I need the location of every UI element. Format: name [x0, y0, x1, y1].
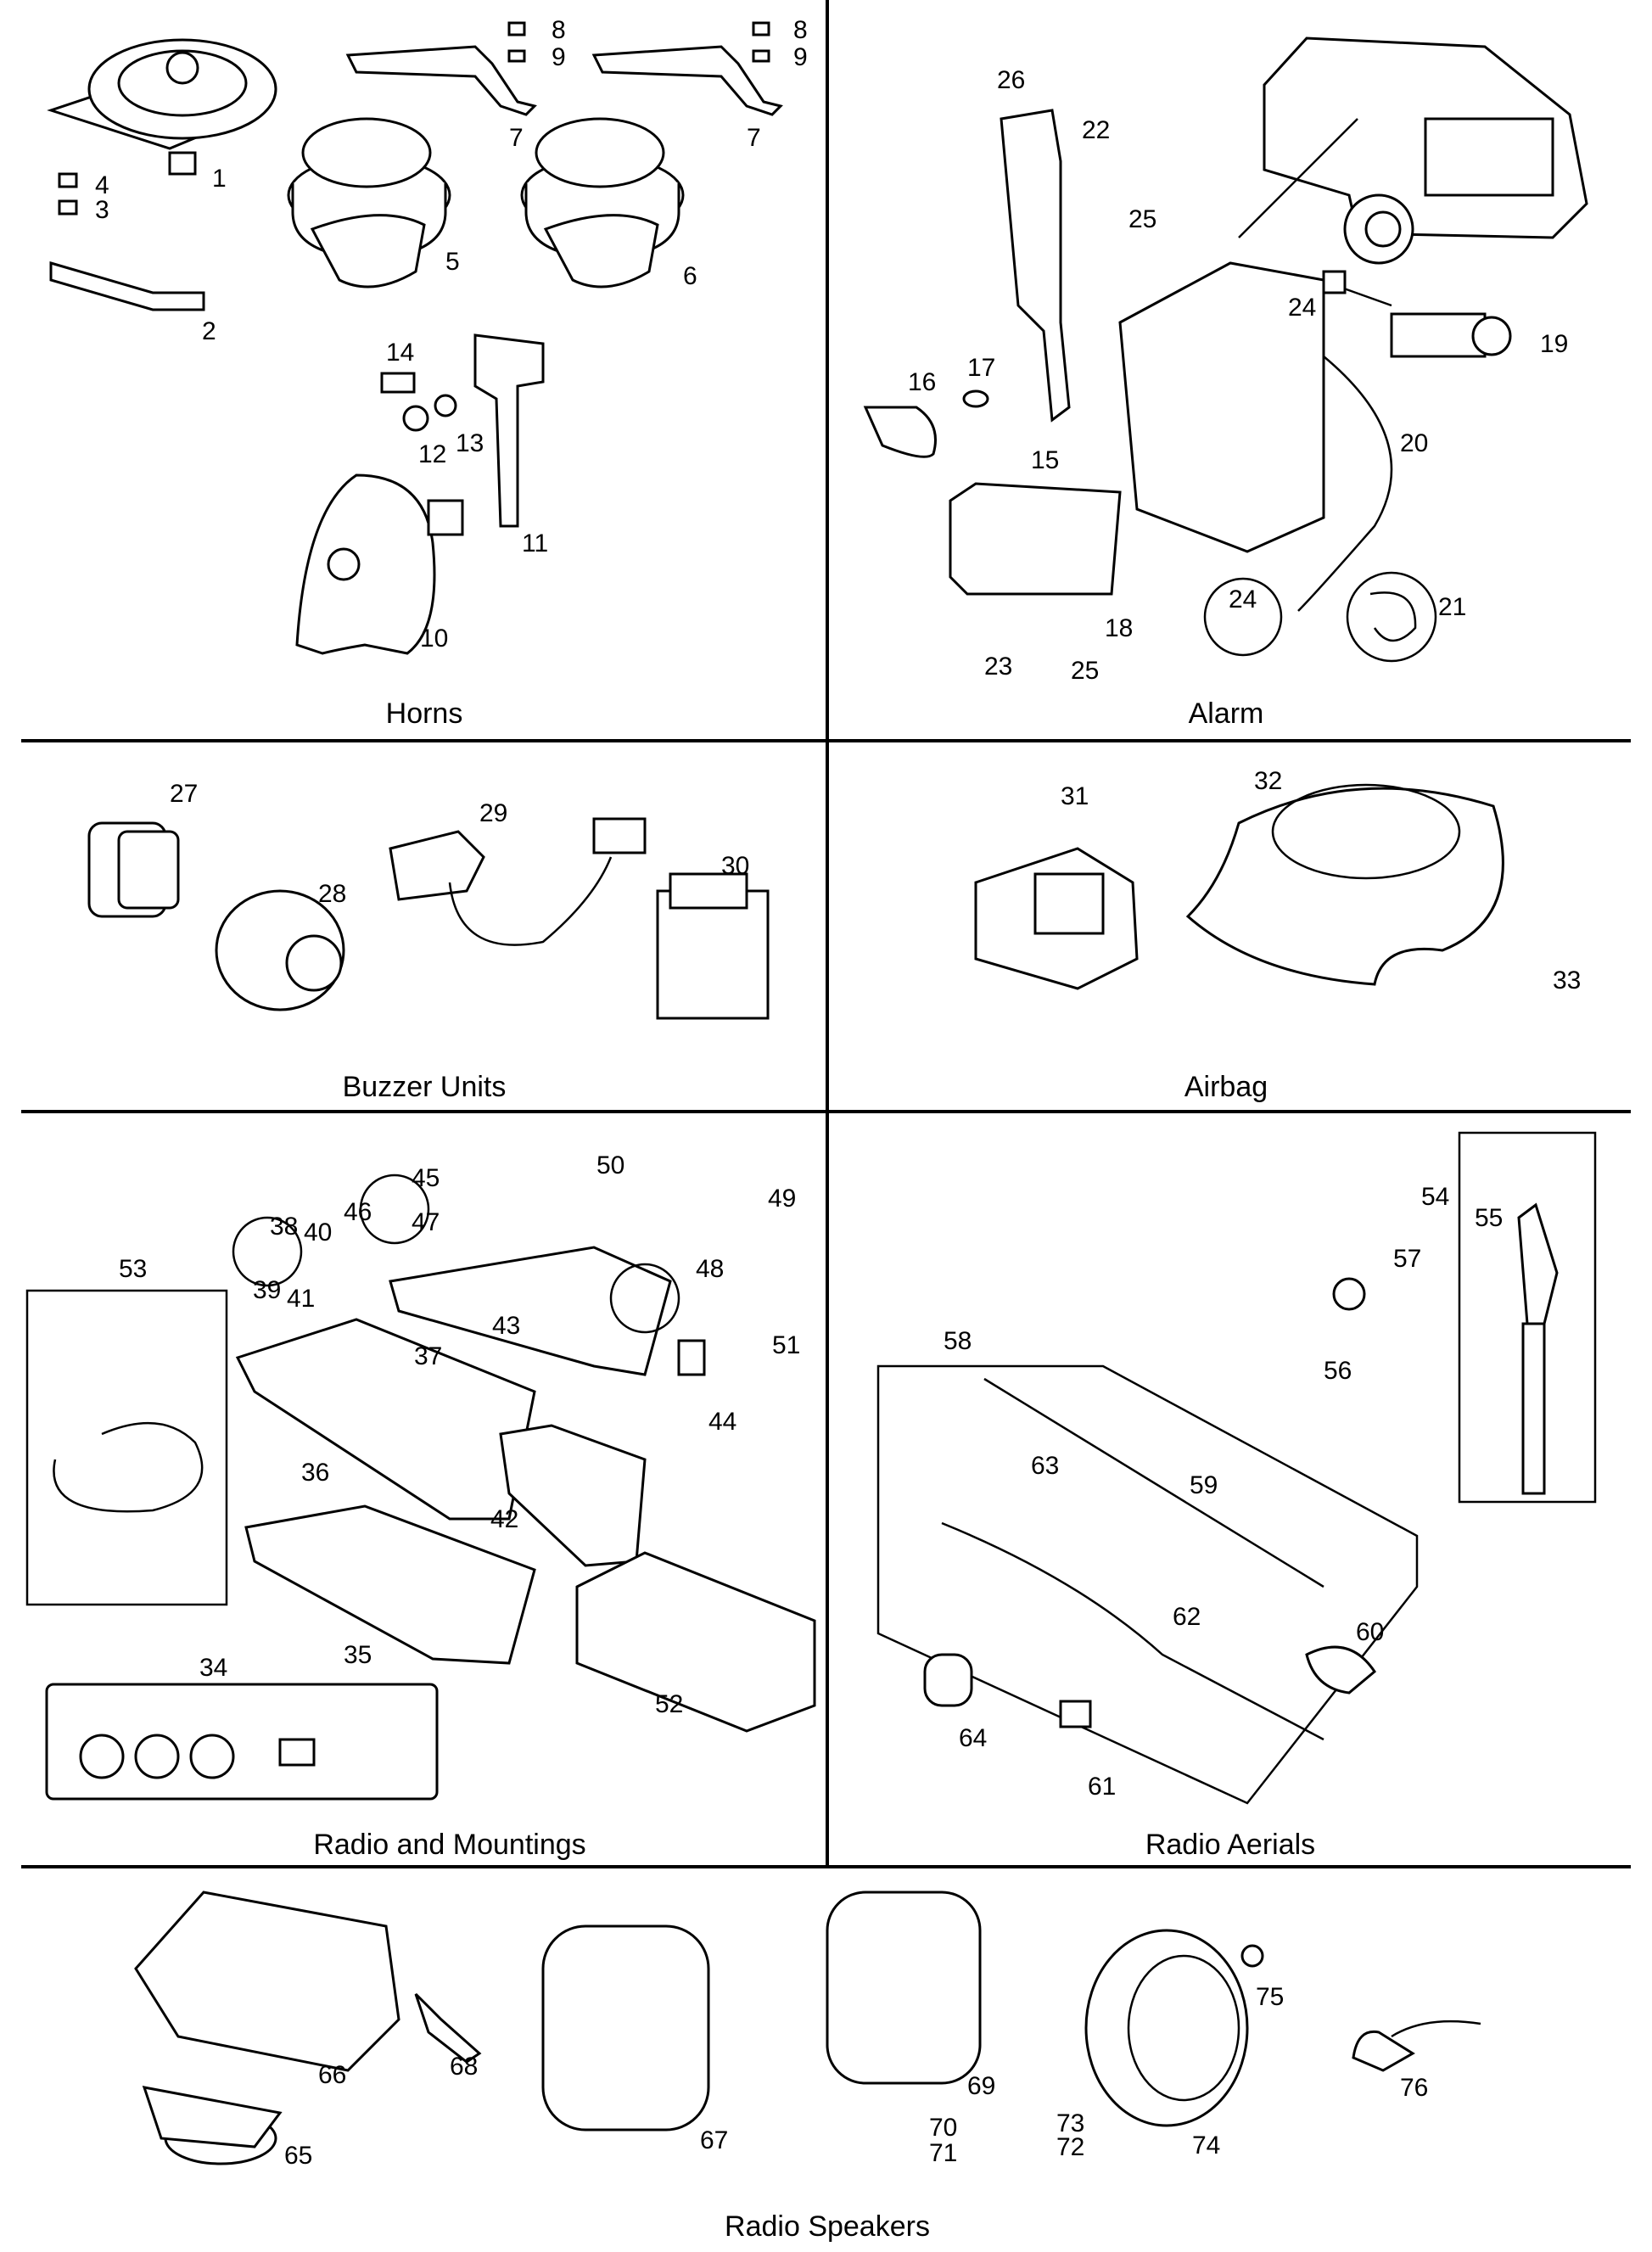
callout-17: 17	[967, 354, 995, 382]
callout-53: 53	[119, 1255, 147, 1283]
callout-70: 70	[929, 2114, 957, 2142]
callout-73: 73	[1056, 2109, 1084, 2137]
section-title-airbag: Airbag	[1184, 1071, 1268, 1103]
callout-71: 71	[929, 2139, 957, 2167]
callout-38: 38	[270, 1213, 298, 1241]
callout-67: 67	[700, 2126, 728, 2154]
callout-31: 31	[1061, 782, 1089, 810]
callout-72: 72	[1056, 2133, 1084, 2161]
callout-39: 39	[253, 1276, 281, 1304]
callout-46: 46	[344, 1198, 372, 1226]
callout-36: 36	[301, 1459, 329, 1487]
callout-66: 66	[318, 2061, 346, 2089]
callout-10: 10	[420, 625, 448, 653]
callout-58: 58	[944, 1327, 972, 1355]
callout-30: 30	[721, 852, 749, 880]
callout-22: 22	[1082, 116, 1110, 144]
callout-3: 3	[95, 196, 109, 224]
callout-24: 24	[1288, 294, 1316, 322]
section-title-speakers: Radio Speakers	[725, 2210, 930, 2243]
callout-47: 47	[412, 1208, 440, 1236]
callout-26: 26	[997, 66, 1025, 94]
callout-28: 28	[318, 880, 346, 908]
section-titles: Horns Alarm Buzzer Units Airbag Radio an…	[313, 697, 1315, 2243]
callout-13: 13	[456, 429, 484, 457]
callout-6: 6	[683, 262, 697, 290]
callout-44: 44	[708, 1408, 736, 1436]
callout-49: 49	[768, 1185, 796, 1213]
callout-24b: 24	[1229, 585, 1257, 613]
callout-68: 68	[450, 2053, 478, 2081]
callout-43: 43	[492, 1312, 520, 1340]
callout-29: 29	[479, 799, 507, 827]
callout-64: 64	[959, 1724, 987, 1752]
callout-18: 18	[1105, 614, 1133, 642]
callout-76: 76	[1400, 2074, 1428, 2102]
callout-9: 9	[552, 43, 566, 71]
radio-illustration	[25, 1174, 816, 1801]
callout-51: 51	[772, 1331, 800, 1359]
callout-75: 75	[1256, 1983, 1284, 2011]
callout-63: 63	[1031, 1452, 1059, 1480]
section-title-horns: Horns	[386, 697, 463, 730]
callout-59: 59	[1190, 1471, 1218, 1499]
callout-54: 54	[1421, 1183, 1449, 1211]
section-title-buzzer: Buzzer Units	[343, 1071, 507, 1103]
callout-7b: 7	[747, 124, 761, 152]
alarm-illustration	[863, 36, 1588, 663]
callout-32: 32	[1254, 767, 1282, 795]
callout-45: 45	[412, 1164, 440, 1192]
callout-35: 35	[344, 1641, 372, 1669]
callout-25b: 25	[1071, 657, 1099, 685]
callout-33: 33	[1553, 966, 1581, 994]
airbag-illustration	[974, 783, 1504, 990]
callout-4: 4	[95, 171, 109, 199]
callout-15: 15	[1031, 446, 1059, 474]
callout-60: 60	[1356, 1618, 1384, 1646]
callout-41: 41	[287, 1285, 315, 1313]
callout-27: 27	[170, 780, 198, 808]
callout-19: 19	[1540, 330, 1568, 358]
callout-42: 42	[490, 1505, 518, 1533]
callout-labels: 1 2 3 4 5 6 7 7 8 8 9 9 10 11 12 13 14 1…	[95, 16, 1581, 2170]
callout-1: 1	[212, 165, 227, 193]
callout-16: 16	[908, 368, 936, 396]
callout-11: 11	[522, 529, 548, 557]
callout-61: 61	[1088, 1773, 1116, 1801]
callout-23: 23	[984, 653, 1012, 681]
callout-40: 40	[304, 1218, 332, 1246]
speakers-illustration	[134, 1891, 1481, 2165]
callout-69: 69	[967, 2072, 995, 2100]
callout-21: 21	[1438, 593, 1466, 621]
callout-74: 74	[1192, 2132, 1220, 2160]
horns-illustration	[47, 21, 783, 655]
callout-2: 2	[202, 317, 216, 345]
callout-8b: 8	[793, 16, 808, 44]
callout-7: 7	[509, 124, 524, 152]
section-title-alarm: Alarm	[1189, 697, 1264, 730]
callout-8: 8	[552, 16, 566, 44]
callout-52: 52	[655, 1690, 683, 1718]
callout-62: 62	[1173, 1603, 1201, 1631]
callout-57: 57	[1393, 1245, 1421, 1273]
callout-50: 50	[596, 1151, 624, 1179]
callout-48: 48	[696, 1255, 724, 1283]
callout-12: 12	[418, 440, 446, 468]
aerials-illustration	[876, 1131, 1597, 1805]
section-title-radio: Radio and Mountings	[313, 1829, 585, 1861]
callout-20: 20	[1400, 429, 1428, 457]
callout-55: 55	[1475, 1204, 1503, 1232]
callout-9b: 9	[793, 43, 808, 71]
section-title-aerials: Radio Aerials	[1145, 1829, 1315, 1861]
callout-5: 5	[445, 248, 460, 276]
callout-56: 56	[1324, 1357, 1352, 1385]
callout-37: 37	[414, 1342, 442, 1370]
callout-25: 25	[1128, 205, 1156, 233]
callout-34: 34	[199, 1654, 227, 1682]
callout-14: 14	[386, 339, 414, 367]
buzzer-illustration	[87, 817, 770, 1020]
section-dividers	[21, 0, 1631, 1868]
callout-65: 65	[284, 2142, 312, 2170]
